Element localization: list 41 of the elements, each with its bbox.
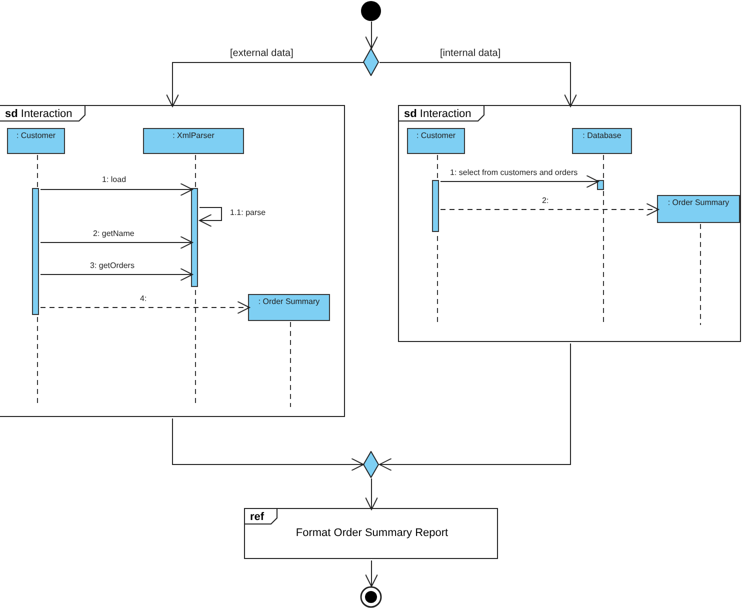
arrow — [365, 478, 378, 510]
message-label: 4: — [140, 294, 147, 304]
message-label: 1: select from customers and orders — [450, 168, 578, 178]
return-arrow — [40, 301, 250, 314]
activation-bar — [191, 188, 198, 287]
arrow — [40, 268, 193, 281]
arrow — [199, 207, 222, 227]
initial-node — [361, 1, 381, 21]
arrow — [365, 21, 378, 49]
arrow — [40, 183, 193, 196]
return-arrow — [440, 203, 659, 216]
merge-diamond — [363, 451, 379, 478]
frame-title: ref — [249, 510, 266, 525]
lifeline-head: : Database — [572, 128, 632, 154]
arrow — [166, 62, 364, 107]
activation-bar — [597, 180, 604, 190]
lifeline-head: : Order Summary — [248, 294, 330, 321]
message-label: 1.1: parse — [230, 208, 266, 218]
message-label: 1: load — [102, 175, 126, 185]
decision-diamond — [363, 48, 379, 76]
final-node — [360, 586, 382, 608]
arrow — [440, 175, 599, 188]
arrow — [172, 418, 364, 471]
arrow — [379, 62, 577, 107]
message-label: 3: getOrders — [90, 261, 134, 271]
arrow — [379, 343, 571, 471]
lifeline-head: : Customer — [407, 128, 465, 154]
arrow — [40, 236, 193, 249]
activation-bar — [32, 188, 39, 315]
activation-bar — [432, 180, 439, 232]
guard-label: [external data] — [230, 49, 294, 59]
frame-title: sd Interaction — [4, 107, 74, 122]
message-label: 2: getName — [93, 229, 134, 239]
lifeline-head: : Customer — [7, 128, 65, 154]
guard-label: [internal data] — [440, 49, 501, 59]
arrow — [365, 560, 378, 587]
lifeline-head: : Order Summary — [657, 195, 740, 223]
message-label: 2: — [542, 196, 549, 206]
frame-title: sd Interaction — [403, 107, 472, 122]
interaction-name: Format Order Summary Report — [294, 527, 450, 539]
lifeline-head: : XmlParser — [143, 128, 244, 154]
